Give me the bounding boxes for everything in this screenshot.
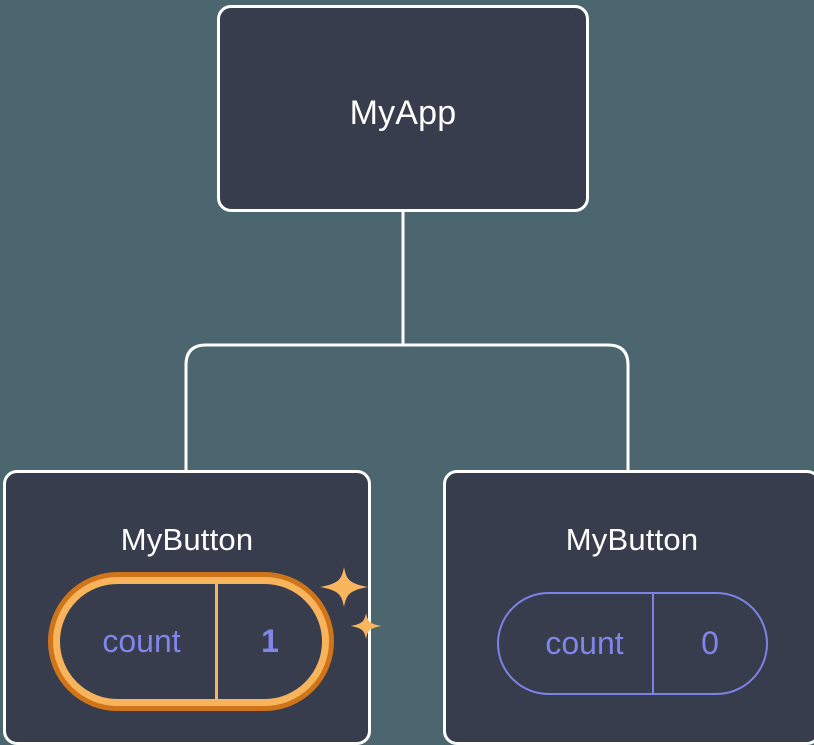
sparkle-large-icon	[320, 567, 368, 607]
state-pill-left-inner: count 1	[53, 577, 329, 706]
node-my-button-right-title: MyButton	[565, 522, 699, 557]
node-my-button-left-title: MyButton	[120, 522, 254, 557]
state-pill-left[interactable]: count 1	[48, 572, 334, 711]
state-value-left: 1	[261, 623, 279, 659]
node-my-button-right[interactable]: MyButton count 0	[443, 470, 814, 745]
state-key-left: count	[60, 584, 218, 699]
node-my-button-left[interactable]: MyButton count 1	[3, 470, 382, 745]
state-key-right: count	[499, 594, 654, 693]
state-pill-right[interactable]: count 0	[497, 592, 768, 695]
node-my-app[interactable]: MyApp	[217, 5, 589, 212]
node-my-app-title: MyApp	[349, 94, 457, 132]
state-value-right: 0	[701, 625, 719, 661]
edge-child-bus	[184, 343, 630, 470]
